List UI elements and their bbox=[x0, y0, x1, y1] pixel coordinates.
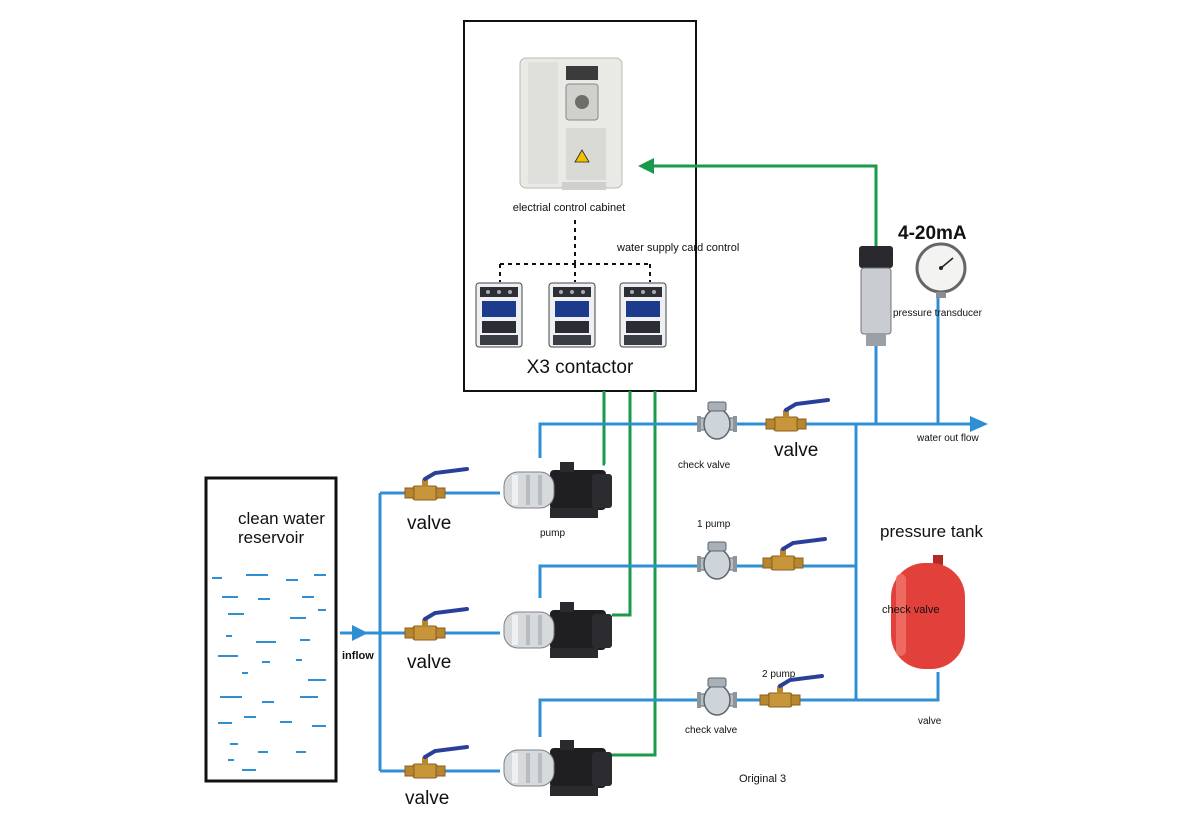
check-valve-icon bbox=[696, 401, 738, 440]
pressure-gauge-icon bbox=[915, 242, 967, 298]
inlet-valve-label: valve bbox=[407, 513, 451, 534]
ball-valve-icon bbox=[403, 607, 469, 642]
pump-icon bbox=[503, 601, 613, 659]
water-out-label: water out flow bbox=[916, 433, 979, 444]
reservoir-tank bbox=[204, 476, 338, 783]
check-valve-icon bbox=[696, 541, 738, 580]
signal-label: 4-20mA bbox=[898, 223, 967, 244]
inflow-label: inflow bbox=[342, 650, 374, 662]
pressure-tank-icon bbox=[891, 555, 965, 669]
inlet-valve-label: valve bbox=[405, 788, 449, 809]
reservoir-label-line1: clean water bbox=[238, 509, 325, 528]
pump-icon bbox=[503, 739, 613, 797]
ball-valve-icon bbox=[403, 745, 469, 780]
pump-icon bbox=[503, 461, 613, 519]
contactor-label: X3 contactor bbox=[527, 357, 634, 378]
one-pump-label: 1 pump bbox=[697, 519, 731, 530]
contactor-icon bbox=[548, 282, 596, 348]
control-cabinet-frame bbox=[463, 20, 697, 392]
control-dashed-link bbox=[499, 220, 651, 282]
caption: Original 3 bbox=[739, 773, 786, 785]
pump-label: pump bbox=[540, 528, 565, 539]
ball-valve-icon bbox=[764, 398, 830, 433]
inflow-arrow-head bbox=[352, 625, 368, 641]
contactor-icon bbox=[619, 282, 667, 348]
two-pump-label: 2 pump bbox=[762, 669, 796, 680]
tank-check-valve-label: check valve bbox=[882, 604, 939, 616]
check-valve-icon bbox=[696, 677, 738, 716]
cabinet-label: electrial control cabinet bbox=[513, 202, 626, 214]
outlet-valve-label: valve bbox=[774, 440, 818, 461]
inverter-icon bbox=[519, 57, 623, 190]
reservoir-label-line2: reservoir bbox=[238, 528, 304, 547]
inlet-valve-label: valve bbox=[407, 652, 451, 673]
card-control-label: water supply card control bbox=[616, 242, 739, 254]
pressure-transducer-icon bbox=[859, 246, 893, 346]
transducer-label: pressure transducer bbox=[893, 308, 983, 319]
water-ripple-icon bbox=[212, 574, 326, 771]
signal-wire bbox=[602, 164, 878, 757]
pressure-tank-label: pressure tank bbox=[880, 522, 983, 541]
contactor-icon bbox=[475, 282, 523, 348]
tank-valve-label: valve bbox=[918, 716, 942, 727]
signal-arrow-head bbox=[638, 158, 654, 174]
ball-valve-icon bbox=[403, 467, 469, 502]
check-valve-label: check valve bbox=[678, 460, 731, 471]
check-valve-label: check valve bbox=[685, 725, 738, 736]
outflow-arrow-head bbox=[970, 416, 988, 432]
ball-valve-icon bbox=[758, 674, 824, 709]
